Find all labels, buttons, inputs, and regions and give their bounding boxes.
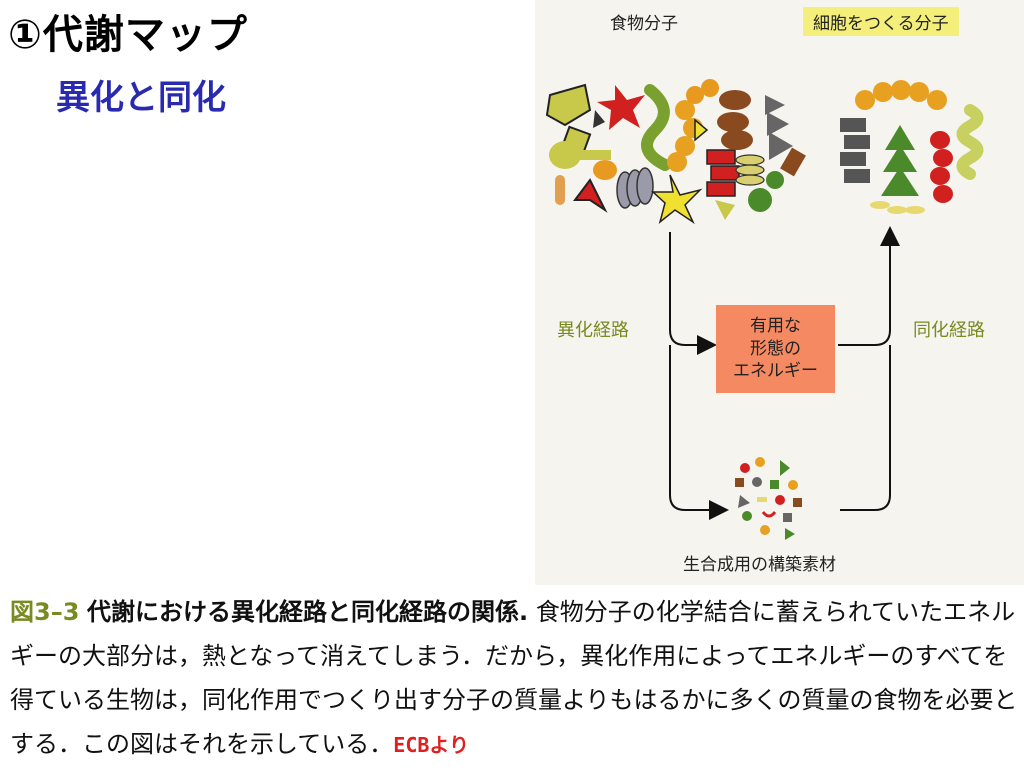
catabolic-arrow-to-energy: [669, 232, 717, 355]
food-molecule: [766, 171, 784, 189]
food-molecule: [549, 141, 581, 169]
building-to-anabolic-arrow: [840, 345, 891, 511]
food-molecules-label: 食物分子: [610, 14, 678, 34]
food-molecule: [735, 154, 765, 186]
food-molecule: [748, 188, 772, 212]
figure-caption: 図3–3 代謝における異化経路と同化経路の関係. 食物分子の化学結合に蓄えられて…: [10, 590, 1020, 767]
building-block: [780, 460, 790, 476]
building-block: [785, 528, 795, 540]
building-block: [761, 511, 777, 518]
food-molecule: [593, 110, 605, 128]
pathway-arrows: [669, 226, 900, 520]
catabolic-arrow-to-building: [669, 345, 729, 520]
building-block: [760, 525, 770, 535]
food-molecule: [651, 174, 703, 225]
food-molecule: [765, 95, 793, 160]
food-molecule: [616, 167, 654, 209]
building-block: [783, 513, 792, 522]
food-molecule: [686, 79, 719, 104]
cell-molecule: [930, 131, 953, 203]
cell-molecule: [840, 118, 870, 183]
cell-molecule: [855, 80, 947, 110]
energy-to-anabolic-arrow: [838, 226, 900, 346]
building-blocks-label: 生合成用の構築素材: [683, 555, 836, 575]
building-block: [735, 478, 744, 487]
figure-caption-body: 食物分子の化学結合に蓄えられていたエネルギーの大部分は，熱となって消えてしまう．…: [10, 598, 1018, 758]
food-molecule: [593, 160, 617, 180]
food-molecule: [573, 178, 608, 213]
metabolism-figure: 食物分子 細胞をつくる分子 異化経路 同化経路 有用な 形態の エネルギー 生合…: [535, 0, 1024, 585]
food-molecule: [715, 200, 735, 220]
building-block: [770, 480, 779, 489]
food-molecule: [780, 147, 806, 177]
figure-caption-title: 代謝における異化経路と同化経路の関係.: [87, 598, 529, 626]
building-block: [742, 511, 752, 521]
cell-molecules-cluster: [840, 80, 984, 214]
figure-number: 図3–3: [10, 598, 80, 626]
building-block: [752, 477, 762, 487]
slide-subtitle: 異化と同化: [56, 78, 226, 118]
building-block: [757, 497, 767, 502]
food-molecule: [694, 118, 709, 142]
cell-molecules-label: 細胞をつくる分子: [803, 7, 959, 36]
food-molecule: [641, 84, 671, 171]
building-block: [775, 495, 785, 505]
slide-title: ①代謝マップ: [8, 12, 248, 58]
food-molecule: [545, 83, 592, 127]
food-molecule: [597, 85, 645, 130]
food-molecule: [717, 90, 753, 150]
building-block: [738, 495, 750, 508]
useful-energy-box: 有用な 形態の エネルギー: [716, 305, 835, 393]
building-block: [755, 457, 765, 467]
cell-molecule: [956, 104, 984, 180]
food-molecules-cluster: [545, 79, 806, 225]
building-block: [740, 463, 750, 473]
food-molecule: [575, 150, 611, 160]
food-molecule: [555, 175, 565, 205]
building-block: [793, 498, 802, 507]
food-molecule: [706, 149, 740, 197]
cell-molecule: [881, 125, 919, 196]
building-blocks-cluster: [735, 457, 802, 540]
cell-molecule: [870, 201, 925, 214]
energy-box-text: 有用な 形態の エネルギー: [733, 315, 818, 382]
building-block: [788, 480, 798, 490]
catabolic-pathway-label: 異化経路: [557, 320, 629, 341]
metabolism-diagram: [545, 79, 984, 540]
source-note: ECBより: [393, 733, 470, 757]
anabolic-pathway-label: 同化経路: [913, 320, 985, 341]
